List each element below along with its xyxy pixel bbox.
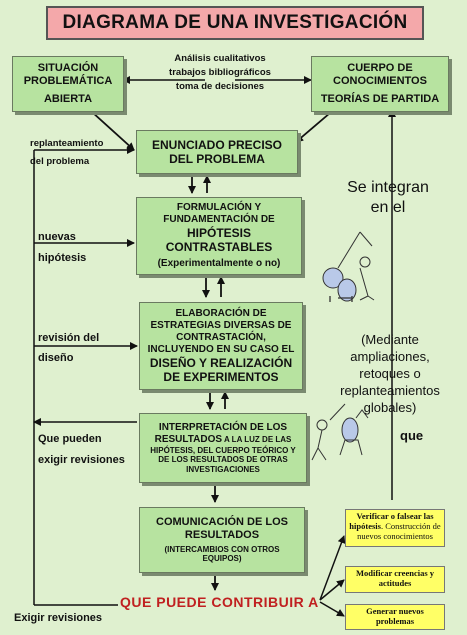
box-enunciado: ENUNCIADO PRECISO DEL PROBLEMA (136, 130, 298, 174)
mediante-line4: replanteamientos (340, 382, 440, 398)
arrow-situacion-enunciado (91, 111, 135, 151)
box-cuerpo-conocimientos: CUERPO DE CONOCIMIENTOS TEORÍAS DE PARTI… (311, 56, 449, 112)
formulacion-line1: FORMULACIÓN Y (176, 201, 262, 213)
fan-to-verificar (319, 535, 346, 601)
fan-to-generar (319, 601, 345, 617)
situacion-line3: ABIERTA (43, 92, 93, 105)
label-revision: revisión del (38, 332, 100, 344)
box-interpretacion: INTERPRETACIÓN DE LOS RESULTADOS A LA LU… (139, 413, 307, 483)
elaboracion-line3: CONTRASTACIÓN, (176, 331, 266, 343)
interpretacion-line2: RESULTADOS A LA LUZ DE LAS (155, 434, 292, 446)
formulacion-line4: CONTRASTABLES (165, 240, 273, 254)
enunciado-line2: DEL PROBLEMA (169, 152, 265, 166)
arrow-cuerpo-enunciado (295, 112, 331, 143)
note-analisis: Análisis cualitativos (174, 53, 266, 64)
box-formulacion: FORMULACIÓN Y FUNDAMENTACIÓN DE HIPÓTESI… (136, 197, 302, 275)
verificar-rest: . Construcción de nuevos conocimientos (357, 520, 441, 541)
interpretacion-line4: DE LOS RESULTADOS DE OTRAS (158, 455, 288, 465)
label-que-pueden: Que pueden (38, 433, 102, 445)
note-trabajos: trabajos bibliográficos (169, 66, 271, 78)
label-hipotesis: hipótesis (38, 252, 87, 264)
mediante-line1: (Mediante (361, 332, 419, 347)
note-decisiones: toma de decisiones (175, 80, 265, 92)
elaboracion-line5: DISEÑO Y REALIZACIÓN (149, 355, 293, 370)
text-se-integran: Se integran en el (338, 178, 438, 218)
scientist-illustration-bottom (311, 403, 369, 461)
label-nuevas: nuevas (38, 231, 76, 243)
box-verificar-hipotesis: Verificar o falsear las hipótesis. Const… (345, 509, 445, 547)
situacion-line1: SITUACIÓN (37, 62, 99, 75)
label-replanteamiento-2: del problema (30, 156, 90, 167)
comunicacion-line4: EQUIPOS) (202, 554, 242, 564)
formulacion-line2: FUNDAMENTACIÓN DE (163, 213, 275, 225)
text-mediante: (Mediante ampliaciones, retoques o repla… (330, 332, 450, 416)
elaboracion-line1: ELABORACIÓN DE (175, 307, 267, 319)
modificar-text: Modificar creencias y actitudes (355, 568, 435, 588)
verificar-bold: Verificar o falsear las hipótesis (349, 511, 434, 531)
situacion-line2: PROBLEMÁTICA (23, 75, 113, 88)
interpretacion-line5: INVESTIGACIONES (186, 464, 260, 474)
diagram-title: DIAGRAMA DE UNA INVESTIGACIÓN (46, 6, 424, 40)
interpretacion-line1: INTERPRETACIÓN DE LOS (158, 421, 288, 433)
interpretacion-luz: A LA LUZ DE LAS (222, 434, 292, 444)
formulacion-line3: HIPÓTESIS (186, 225, 251, 240)
mediante-line3: retoques o (359, 365, 421, 381)
box-elaboracion: ELABORACIÓN DE ESTRATEGIAS DIVERSAS DE C… (139, 302, 303, 390)
text-que-puede-contribuir: QUE PUEDE CONTRIBUIR A (120, 594, 319, 610)
cuerpo-line1: CUERPO DE (347, 62, 413, 75)
elaboracion-line6: DE EXPERIMENTOS (163, 370, 279, 384)
interpretacion-line3: HIPÓTESIS, DEL CUERPO TEÓRICO Y (150, 445, 296, 455)
formulacion-line5: (Experimentalmente o no) (157, 258, 281, 270)
center-notes: Análisis cualitativos trabajos bibliográ… (140, 52, 300, 93)
elaboracion-line2: ESTRATEGIAS DIVERSAS DE (150, 319, 292, 331)
interpretacion-resultados: RESULTADOS (154, 433, 223, 445)
scientist-illustration-top (322, 231, 375, 302)
comunicacion-line3: (INTERCAMBIOS CON OTROS (164, 544, 280, 554)
cuerpo-line3: TEORÍAS DE PARTIDA (320, 92, 440, 105)
elaboracion-line4: INCLUYENDO EN SU CASO EL (147, 343, 295, 355)
generar-text: Generar nuevos problemas (366, 606, 424, 626)
cuerpo-line2: CONOCIMIENTOS (333, 75, 427, 88)
label-diseno: diseño (38, 352, 74, 364)
text-que: que (398, 428, 426, 443)
comunicacion-line1: COMUNICACIÓN DE LOS (156, 516, 288, 529)
mediante-line2: ampliaciones, (350, 348, 430, 364)
label-exigir-revisiones-1: exigir revisiones (38, 454, 125, 466)
fan-to-modificar (319, 579, 345, 601)
integran-line1: Se integran (347, 179, 429, 196)
integran-line2: en el (370, 199, 406, 216)
label-exigir-revisiones-2: Exigir revisiones (14, 612, 103, 624)
box-generar-problemas: Generar nuevos problemas (345, 604, 445, 630)
enunciado-line1: ENUNCIADO PRECISO (151, 137, 282, 152)
comunicacion-line2: RESULTADOS (184, 529, 260, 542)
box-situacion-problematica: SITUACIÓN PROBLEMÁTICA ABIERTA (12, 56, 124, 112)
box-modificar-creencias: Modificar creencias y actitudes (345, 566, 445, 593)
mediante-line5: globales) (363, 399, 417, 415)
label-replanteamiento-1: replanteamiento (30, 138, 104, 149)
box-comunicacion: COMUNICACIÓN DE LOS RESULTADOS (INTERCAM… (139, 507, 305, 573)
